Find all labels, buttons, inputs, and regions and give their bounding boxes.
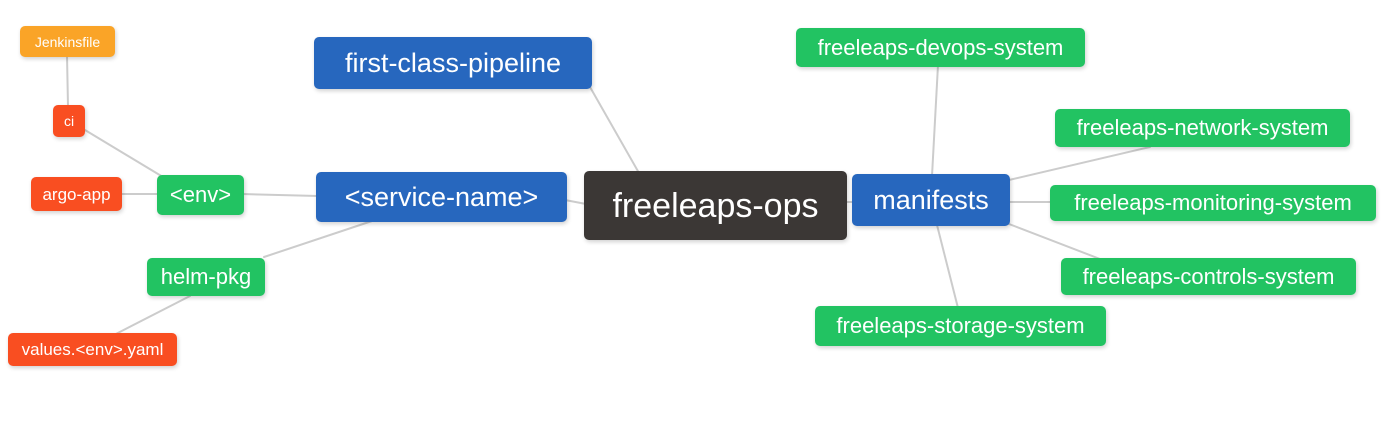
edge-manifests-freeleaps-network-system — [1008, 146, 1151, 181]
edge-service-name-freeleaps-ops — [564, 199, 587, 205]
node-freeleaps-network-system[interactable]: freeleaps-network-system — [1055, 109, 1350, 147]
node-freeleaps-controls-system[interactable]: freeleaps-controls-system — [1061, 258, 1356, 295]
node-helm-pkg[interactable]: helm-pkg — [147, 258, 265, 296]
node-freeleaps-monitoring-system[interactable]: freeleaps-monitoring-system — [1050, 185, 1376, 221]
node-argo-app[interactable]: argo-app — [31, 177, 122, 211]
node-ci[interactable]: ci — [53, 105, 85, 137]
edge-jenkinsfile-ci — [66, 54, 69, 108]
edge-helm-pkg-service-name — [263, 220, 373, 258]
edge-env-service-name — [241, 193, 319, 197]
edge-manifests-freeleaps-controls-system — [1008, 223, 1101, 260]
node-freeleaps-devops-system[interactable]: freeleaps-devops-system — [796, 28, 1085, 67]
edge-ci-env — [84, 129, 164, 178]
node-service-name[interactable]: <service-name> — [316, 172, 567, 222]
edge-first-class-pipeline-freeleaps-ops — [589, 86, 640, 174]
node-first-class-pipeline[interactable]: first-class-pipeline — [314, 37, 592, 89]
node-manifests[interactable]: manifests — [852, 174, 1010, 226]
edge-manifests-freeleaps-devops-system — [931, 64, 939, 177]
edge-manifests-freeleaps-storage-system — [936, 224, 959, 309]
node-jenkinsfile[interactable]: Jenkinsfile — [20, 26, 115, 57]
node-values-env-yaml[interactable]: values.<env>.yaml — [8, 333, 177, 366]
edge-values-env-yaml-helm-pkg — [111, 295, 191, 337]
node-freeleaps-ops[interactable]: freeleaps-ops — [584, 171, 847, 240]
node-env[interactable]: <env> — [157, 175, 244, 215]
node-freeleaps-storage-system[interactable]: freeleaps-storage-system — [815, 306, 1106, 346]
